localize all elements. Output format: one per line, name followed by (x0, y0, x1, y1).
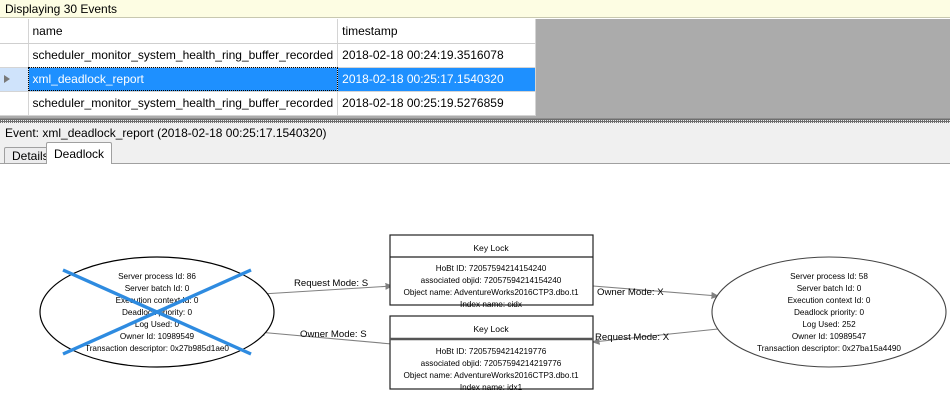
tab-deadlock[interactable]: Deadlock (46, 142, 113, 164)
event-detail-header: Event: xml_deadlock_report (2018-02-18 0… (0, 123, 950, 142)
key-lock-bottom-object-name: Object name: AdventureWorks2016CTP3.dbo.… (403, 371, 579, 380)
row-selector-cell[interactable] (0, 43, 29, 68)
banner-label: Displaying 30 Events (5, 1, 118, 16)
key-lock-bottom-hobt-id: HoBt ID: 72057594214219776 (436, 347, 547, 356)
cell-name[interactable]: scheduler_monitor_system_health_ring_buf… (28, 91, 339, 116)
survivor-line-deadlock-priority: Deadlock priority: 0 (794, 308, 865, 317)
key-lock-bottom-index-name: Index name: idx1 (460, 383, 523, 392)
victim-cross-icon (62, 268, 252, 356)
edge-label-request-mode-s: Request Mode: S (294, 278, 368, 289)
victim-line-transaction-descriptor: Transaction descriptor: 0x27b985d1ae0 (85, 344, 229, 353)
victim-line-execution-context-id: Execution context Id: 0 (116, 296, 199, 305)
edge-label-request-mode-x: Request Mode: X (595, 332, 670, 343)
edge-owner-mode-s[interactable]: Owner Mode: S (256, 329, 393, 345)
edge-request-mode-s[interactable]: Request Mode: S (261, 278, 394, 295)
key-lock-top-title: Key Lock (473, 243, 509, 253)
horizontal-splitter[interactable] (0, 119, 950, 123)
grid-header-row: name timestamp (0, 19, 537, 44)
survivor-line-log-used: Log Used: 252 (802, 320, 856, 329)
key-lock-top-hobt-id: HoBt ID: 72057594214154240 (436, 264, 547, 273)
key-lock-bottom-title: Key Lock (473, 324, 509, 334)
column-header-name[interactable]: name (28, 19, 339, 44)
table-row[interactable]: scheduler_monitor_system_health_ring_buf… (0, 91, 537, 116)
edge-owner-mode-x[interactable]: Owner Mode: X (592, 285, 720, 299)
deadlock-graph-canvas[interactable]: Request Mode: S Owner Mode: X Owner Mode… (0, 163, 950, 400)
survivor-line-server-process-id: Server process Id: 58 (790, 272, 868, 281)
key-lock-top-associated-objid: associated objid: 72057594214154240 (421, 276, 562, 285)
key-lock-bottom-associated-objid: associated objid: 72057594214219776 (421, 359, 562, 368)
events-grid[interactable]: name timestamp scheduler_monitor_system_… (0, 19, 537, 116)
cell-name[interactable]: scheduler_monitor_system_health_ring_buf… (28, 43, 339, 68)
tab-details[interactable]: Details (4, 147, 57, 164)
deadlock-survivor-process-node[interactable]: Server process Id: 58 Server batch Id: 0… (711, 256, 947, 368)
victim-line-server-process-id: Server process Id: 86 (118, 272, 196, 281)
resource-node-key-lock-top[interactable]: Key Lock HoBt ID: 72057594214154240 asso… (389, 234, 594, 309)
survivor-line-server-batch-id: Server batch Id: 0 (797, 284, 862, 293)
table-row[interactable]: xml_deadlock_report 2018-02-18 00:25:17.… (0, 67, 537, 92)
survivor-line-execution-context-id: Execution context Id: 0 (788, 296, 871, 305)
deadlock-victim-process-node[interactable]: Server process Id: 86 Server batch Id: 0… (39, 256, 275, 368)
displaying-events-banner: Displaying 30 Events (0, 0, 950, 18)
resource-node-key-lock-bottom[interactable]: Key Lock HoBt ID: 72057594214219776 asso… (389, 315, 594, 392)
row-selector-header (0, 19, 29, 44)
tab-deadlock-label: Deadlock (54, 146, 105, 161)
events-grid-area: name timestamp scheduler_monitor_system_… (0, 19, 950, 119)
row-selector-cell[interactable] (0, 91, 29, 116)
cell-timestamp[interactable]: 2018-02-18 00:25:17.1540320 (337, 67, 537, 92)
row-selector-arrow-icon (4, 75, 10, 83)
edge-label-owner-mode-x: Owner Mode: X (597, 287, 664, 298)
tab-details-label: Details (12, 149, 49, 163)
cell-timestamp[interactable]: 2018-02-18 00:24:19.3516078 (337, 43, 537, 68)
cell-timestamp[interactable]: 2018-02-18 00:25:19.5276859 (337, 91, 537, 116)
tabstrip: Details Deadlock (0, 142, 950, 164)
edge-label-owner-mode-s: Owner Mode: S (300, 329, 367, 340)
column-header-timestamp[interactable]: timestamp (337, 19, 537, 44)
table-row[interactable]: scheduler_monitor_system_health_ring_buf… (0, 43, 537, 68)
survivor-line-owner-id: Owner Id: 10989547 (792, 332, 867, 341)
victim-line-log-used: Log Used: 0 (135, 320, 180, 329)
row-selector-cell[interactable] (0, 67, 29, 92)
cell-name[interactable]: xml_deadlock_report (28, 67, 339, 92)
survivor-line-transaction-descriptor: Transaction descriptor: 0x27ba15a4490 (757, 344, 901, 353)
victim-line-server-batch-id: Server batch Id: 0 (125, 284, 190, 293)
event-detail-label: Event: xml_deadlock_report (2018-02-18 0… (5, 125, 327, 140)
edge-request-mode-x[interactable]: Request Mode: X (591, 328, 719, 345)
key-lock-top-object-name: Object name: AdventureWorks2016CTP3.dbo.… (403, 288, 579, 297)
key-lock-top-index-name: Index name: cidx (460, 300, 522, 309)
victim-line-owner-id: Owner Id: 10989549 (120, 332, 195, 341)
